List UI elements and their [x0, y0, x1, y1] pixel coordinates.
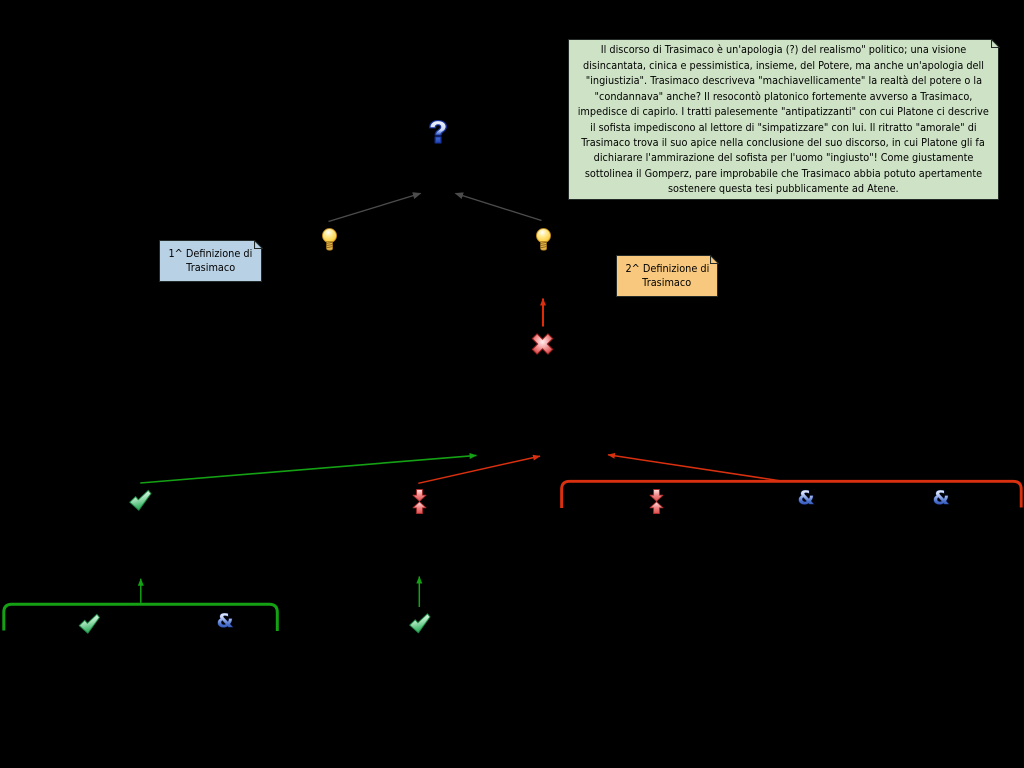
- note-text-line: "condannava" anche? Il resocontò platoni…: [594, 89, 973, 103]
- svg-text:&: &: [798, 488, 815, 507]
- note-definition-1[interactable]: 1^ Definizione di Trasimaco: [159, 240, 262, 282]
- note-text-line: 1^ Definizione di: [168, 246, 253, 260]
- note-text-line: sostenere questa tesi pubblicamente ad A…: [668, 182, 899, 196]
- question-mark-icon[interactable]: [429, 120, 447, 144]
- link-bulb-left-to-question: [328, 192, 422, 223]
- note-corner-fold-icon: [991, 39, 1000, 48]
- link-collision1-to-center: [418, 454, 541, 485]
- note-text-line: Trasimaco: [185, 261, 236, 274]
- checkmark-icon[interactable]: [77, 613, 101, 635]
- link-redgroup-to-center: [607, 452, 780, 482]
- collision-arrows-icon[interactable]: [649, 489, 664, 514]
- note-text-line: Il discorso di Trasimaco è un'apologia (…: [600, 43, 967, 57]
- note-text-line: "ingiustizia". Trasimaco descriveva "mac…: [585, 74, 982, 88]
- note-text-line: 2^ Definizione di: [625, 261, 709, 275]
- note-text-line: sottolinea il Gomperz, pare improbabile …: [584, 166, 983, 180]
- collision-arrows-icon[interactable]: [412, 489, 427, 514]
- note-text-line: dichiarare l'ammirazione del sofista per…: [593, 151, 974, 165]
- lightbulb-icon[interactable]: [322, 227, 337, 251]
- svg-text:&: &: [933, 488, 950, 507]
- ampersand-icon[interactable]: &: [797, 488, 815, 507]
- lightbulb-icon[interactable]: [536, 227, 551, 251]
- note-corner-fold-icon: [254, 240, 263, 249]
- checkmark-icon[interactable]: [408, 612, 431, 635]
- group-outline-red: [560, 479, 1023, 508]
- cross-icon[interactable]: [530, 331, 555, 357]
- group-outline-green: [2, 602, 279, 631]
- note-text-line: il sofista impediscono al lettore di "si…: [590, 120, 977, 134]
- link-check1-to-center: [140, 452, 477, 484]
- note-text-line: Trasimaco trova il suo apice nella concl…: [581, 135, 986, 149]
- checkmark-icon[interactable]: [128, 489, 152, 512]
- note-definition-2[interactable]: 2^ Definizione di Trasimaco: [616, 255, 718, 297]
- link-bulb-right-to-question: [454, 192, 542, 222]
- note-text-line: disincantata, cinica e pessimistica, ins…: [583, 58, 984, 72]
- ampersand-icon[interactable]: &: [216, 611, 234, 630]
- ampersand-icon[interactable]: &: [932, 488, 950, 507]
- note-commentary[interactable]: Il discorso di Trasimaco è un'apologia (…: [568, 39, 999, 200]
- note-text-line: impedisce di capirlo. I tratti palesemen…: [577, 105, 990, 119]
- svg-text:&: &: [217, 611, 234, 630]
- note-text-line: Trasimaco: [642, 276, 692, 289]
- note-corner-fold-icon: [710, 255, 719, 264]
